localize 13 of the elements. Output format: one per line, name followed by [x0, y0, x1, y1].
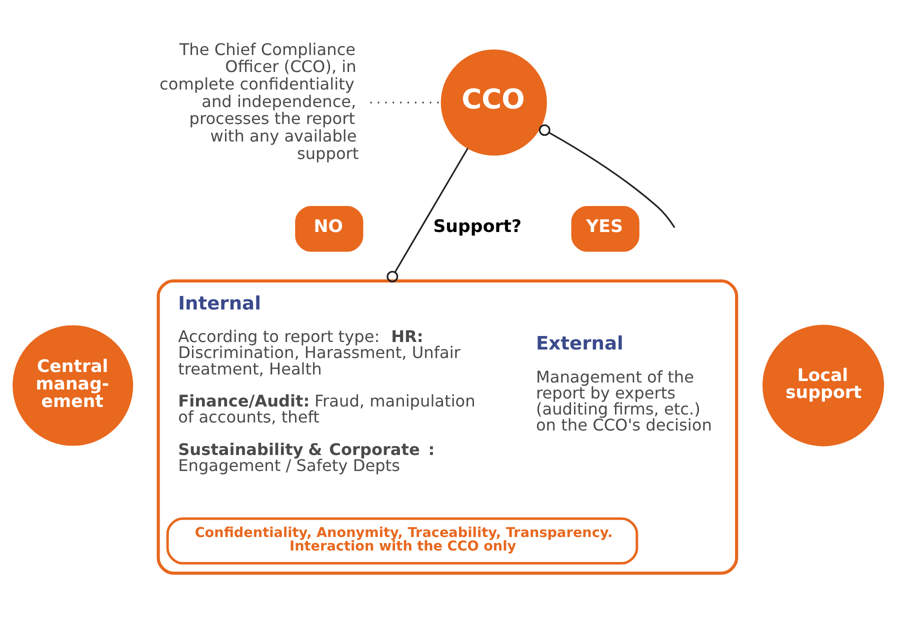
connector [386, 147, 468, 282]
edge-label: Support? [433, 216, 522, 237]
cluster [156, 278, 738, 574]
node-text: The Chief Compliance Officer (CCO), in complete confidentiality and independence, processes the report with any available support [160, 39, 359, 162]
node-circle: Local support [762, 324, 884, 446]
connector [548, 131, 676, 228]
node-text: External Management of the report by experts (auditing firms, etc.) on the CCO's decision [536, 333, 712, 434]
node-box: Confidentiality, Anonymity, Traceability, Transparency. Interaction with the CCO only [166, 516, 638, 564]
node-box: YES [571, 205, 640, 252]
node-text: Internal According to report type: HR: Discrimination, Harassment, Unfair treatment, Health Finance/Audit: Fraud, manipulation of accounts, theft Sustainability & Corporate : Engagement / Safety Depts [178, 292, 476, 474]
node-box: NO [295, 205, 364, 252]
node-circle: Central manag- ement [12, 324, 134, 446]
node-circle: CCO [440, 49, 547, 156]
